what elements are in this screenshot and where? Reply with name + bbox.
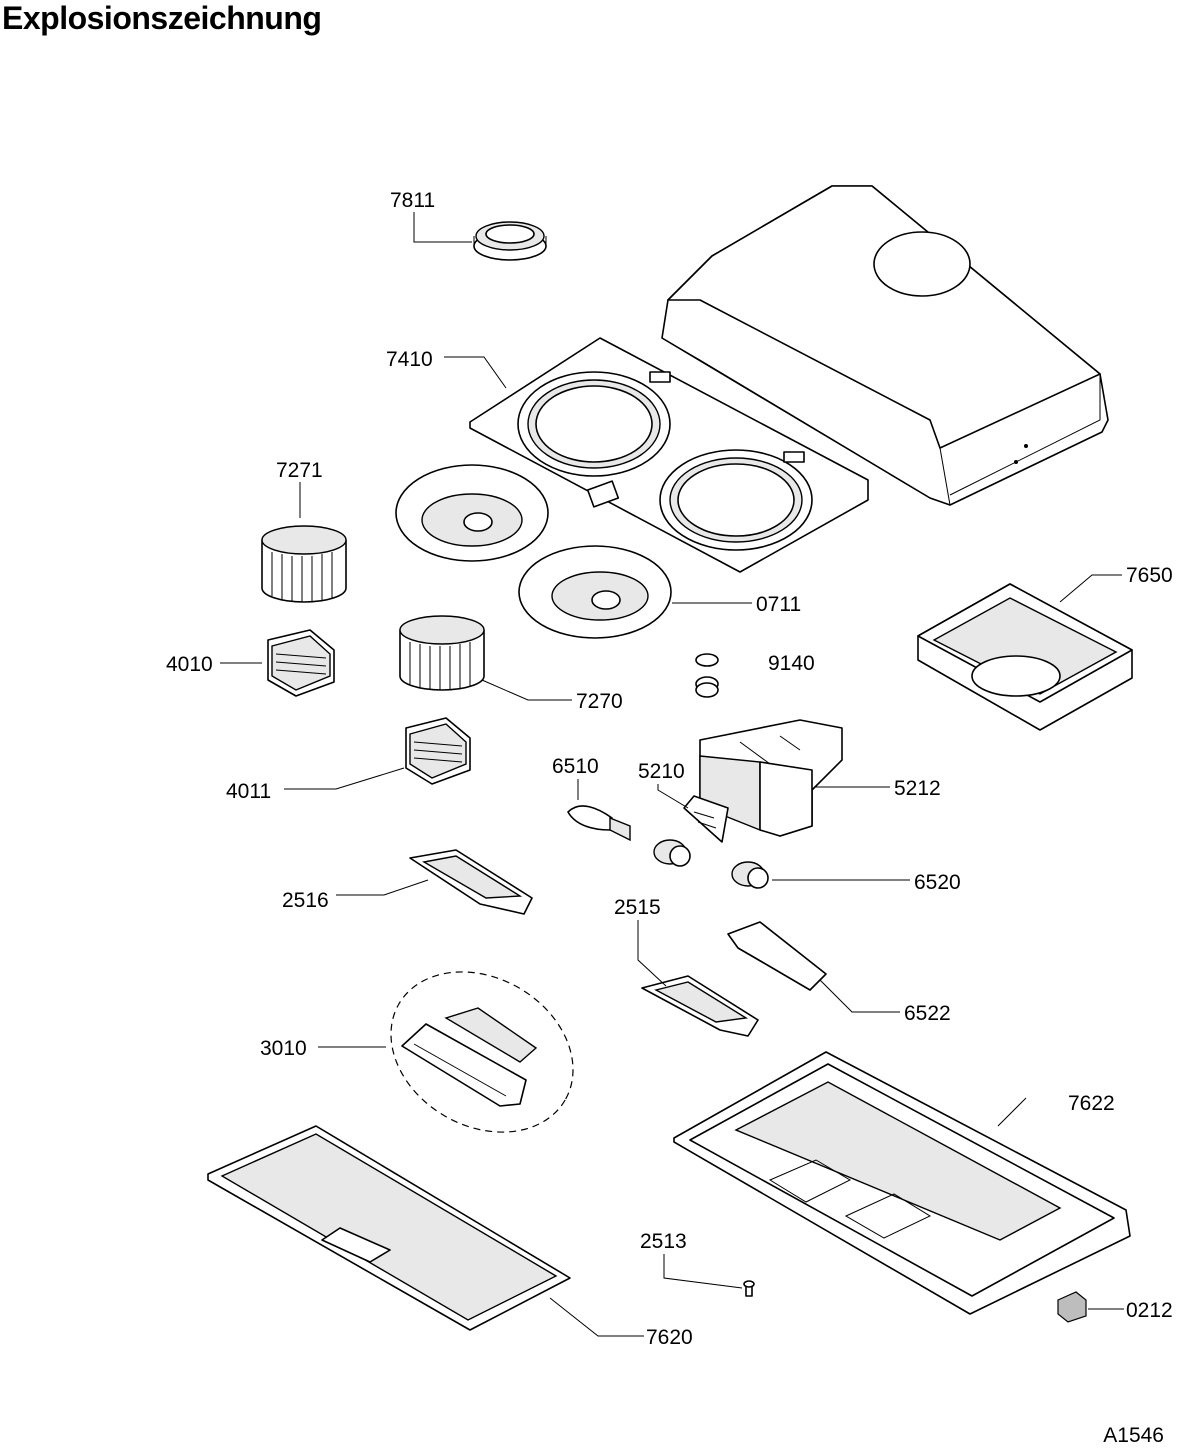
part-7270-fan-wheel [399,615,485,691]
part-2515-light-cover [641,975,759,1037]
label-7650: 7650 [1126,564,1173,587]
diagram-title: Explosionszeichnung [2,0,322,36]
label-7271: 7271 [276,459,323,482]
label-0711: 0711 [756,593,801,616]
label-7811: 7811 [390,189,435,212]
label-9140: 9140 [768,652,815,675]
label-7270: 7270 [576,690,623,713]
part-4011-motor [405,717,471,785]
label-5212: 5212 [894,777,941,800]
part-0711-fan-housing-bottom [518,545,672,639]
drawing-reference: A1546 [1103,1424,1164,1447]
label-7622: 7622 [1068,1092,1115,1115]
part-0711-fan-housing-top [395,464,549,562]
hood-housing [661,185,1109,506]
part-5210-circuit-board [683,795,729,843]
label-6522: 6522 [904,1002,951,1025]
leader-lines [220,212,1124,1337]
part-7271-fan-wheel [261,525,347,603]
label-6520: 6520 [914,871,961,894]
label-6510: 6510 [552,755,599,778]
part-5212-switch-housing [699,719,843,837]
label-7410: 7410 [386,348,433,371]
label-2513: 2513 [640,1230,687,1253]
label-4011: 4011 [226,780,271,803]
part-9140-grommets [695,653,719,698]
part-7410-mounting-plate [469,337,869,573]
label-2516: 2516 [282,889,329,912]
part-7650-filter-tray [917,583,1133,731]
label-4010: 4010 [166,653,213,676]
label-3010: 3010 [260,1037,307,1060]
label-2515: 2515 [614,896,661,919]
label-7620: 7620 [646,1326,693,1349]
part-3010-control-unit [390,971,574,1133]
part-7620-grease-filter [207,1125,571,1331]
part-2513-screw [743,1280,755,1297]
part-0212-switch [1057,1291,1087,1323]
part-7811-flange-ring [473,221,547,261]
part-2516-light-cover [409,849,533,915]
part-4010-motor [267,629,335,697]
label-5210: 5210 [638,760,685,783]
part-6520-lamp-socket [653,839,769,889]
part-6510-bulb [567,805,631,842]
part-labels: 7811 7410 7271 4010 0711 7650 9140 7270 … [166,189,1173,1349]
part-7622-frame [673,1051,1131,1315]
part-6522-lamp-shield [727,921,827,991]
label-0212: 0212 [1126,1299,1173,1322]
